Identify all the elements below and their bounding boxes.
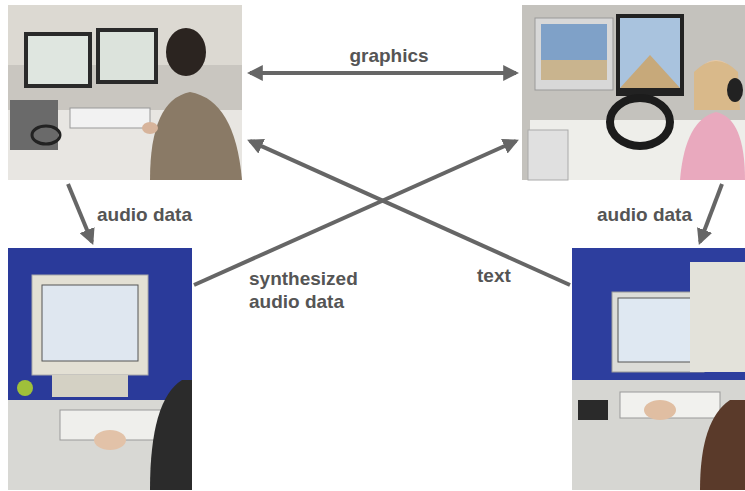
edge-label: audio data	[94, 203, 195, 226]
arrows	[68, 73, 722, 285]
synth-arrow	[194, 141, 516, 285]
text-arrow	[250, 141, 570, 285]
edge-label: synthesized audio data	[246, 267, 380, 313]
photo-operator	[8, 5, 242, 180]
audio-arrow-left	[68, 184, 92, 242]
photo-transcriber-left	[8, 248, 192, 490]
edge-label: audio data	[594, 203, 695, 226]
photo-transcriber-right	[572, 248, 745, 490]
photo-driver	[522, 5, 745, 180]
edge-label: graphics	[346, 44, 431, 67]
graphics-arrow	[250, 71, 516, 75]
audio-arrow-right	[700, 184, 722, 242]
edge-label: text	[474, 264, 514, 287]
